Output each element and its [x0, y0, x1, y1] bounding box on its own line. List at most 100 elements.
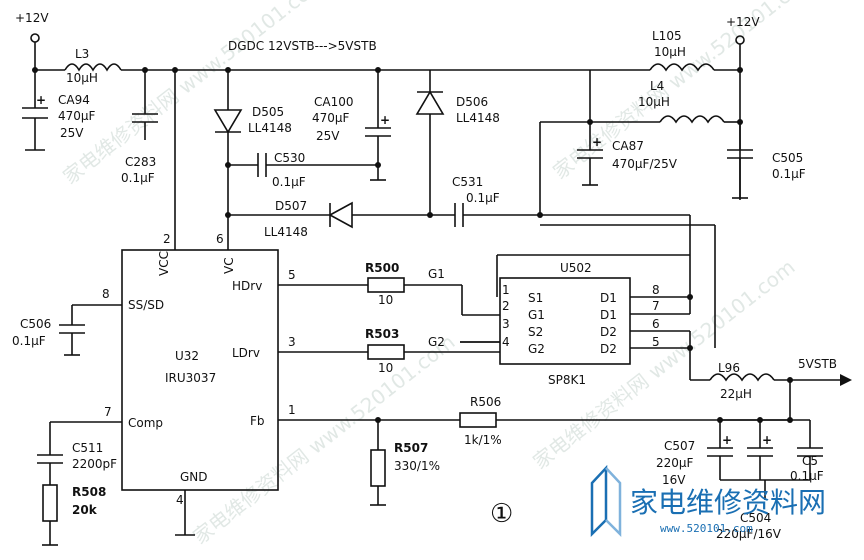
svg-text:L96: L96 [718, 361, 740, 375]
svg-text:LL4148: LL4148 [456, 111, 500, 125]
svg-text:1: 1 [288, 403, 296, 417]
svg-text:D2: D2 [600, 342, 617, 356]
capacitor-c283: C283 0.1μF [121, 70, 158, 185]
svg-text:470μF/25V: 470μF/25V [612, 157, 678, 171]
svg-text:7: 7 [104, 405, 112, 419]
resistor-r503: R503 10 G2 [365, 327, 500, 375]
capacitor-c505: C505 0.1μF [727, 122, 806, 199]
site-logo: 家电维修资料网 www.520101.com [590, 464, 826, 538]
svg-text:C531: C531 [452, 175, 483, 189]
svg-text:Fb: Fb [250, 414, 265, 428]
capacitor-c506: C506 0.1μF [12, 305, 85, 356]
inductor-l3: L3 10μH [64, 47, 122, 85]
figure-number: ① [490, 499, 513, 529]
svg-text:D1: D1 [600, 308, 617, 322]
resistor-r507: R507 330/1% [370, 420, 440, 506]
ic-u502-part: SP8K1 [548, 373, 586, 387]
svg-text:0.1μF: 0.1μF [772, 167, 806, 181]
svg-text:220μF: 220μF [656, 456, 694, 470]
svg-text:2: 2 [163, 232, 171, 246]
svg-text:D507: D507 [275, 199, 307, 213]
inductor-l4: L4 10μH [590, 79, 740, 124]
svg-text:3: 3 [288, 335, 296, 349]
ic-u32: 2 6 VCC VC 8 SS/SD 5 HDrv 3 LDrv 7 Comp … [50, 232, 460, 536]
svg-text:R503: R503 [365, 327, 399, 341]
svg-text:D2: D2 [600, 325, 617, 339]
logo-text: 家电维修资料网 [630, 486, 826, 519]
svg-text:10μH: 10μH [638, 95, 670, 109]
inductor-l96: L96 22μH 5VSTB [690, 357, 852, 401]
svg-text:Comp: Comp [128, 416, 163, 430]
input-rail-left: +12V [15, 11, 65, 73]
svg-text:C506: C506 [20, 317, 51, 331]
rail-label-in-right: +12V [726, 15, 760, 29]
svg-text:L4: L4 [650, 79, 664, 93]
net-label-g2: G2 [428, 335, 445, 349]
svg-text:10μH: 10μH [654, 45, 686, 59]
svg-text:VC: VC [222, 257, 236, 274]
diagram-title: DGDC 12VSTB--->5VSTB [228, 39, 377, 53]
svg-text:2200pF: 2200pF [72, 457, 117, 471]
svg-text:G1: G1 [528, 308, 545, 322]
svg-text:CA94: CA94 [58, 93, 90, 107]
capacitor-c5: C5 0.1μF [790, 420, 824, 483]
svg-text:7: 7 [652, 299, 660, 313]
svg-text:HDrv: HDrv [232, 279, 262, 293]
svg-text:C530: C530 [274, 151, 305, 165]
svg-text:R506: R506 [470, 395, 501, 409]
svg-text:LL4148: LL4148 [264, 225, 308, 239]
svg-text:2: 2 [502, 299, 510, 313]
capacitor-c530: C530 0.1μF [228, 151, 378, 189]
inductor-l105: L105 10μH [590, 29, 740, 72]
svg-text:20k: 20k [72, 503, 98, 517]
svg-text:+: + [36, 93, 46, 107]
svg-text:R507: R507 [394, 441, 428, 455]
ic-u502-ref: U502 [560, 261, 592, 275]
svg-text:D1: D1 [600, 291, 617, 305]
svg-text:25V: 25V [60, 126, 84, 140]
rail-label-out: 5VSTB [798, 357, 837, 371]
svg-text:L3: L3 [75, 47, 89, 61]
svg-text:6: 6 [216, 232, 224, 246]
svg-text:+: + [722, 433, 732, 447]
svg-text:25V: 25V [316, 129, 340, 143]
svg-text:22μH: 22μH [720, 387, 752, 401]
capacitor-c531: C531 0.1μF [452, 175, 690, 227]
svg-text:家电维修资料网 www.520101.com: 家电维修资料网 www.520101.com [188, 330, 459, 549]
svg-text:G2: G2 [528, 342, 545, 356]
svg-text:R508: R508 [72, 485, 106, 499]
capacitor-ca94: + CA94 470μF 25V [22, 70, 96, 151]
capacitor-c511: C511 2200pF [37, 422, 117, 485]
net-label-g1: G1 [428, 267, 445, 281]
svg-text:C5: C5 [802, 454, 818, 468]
svg-text:S2: S2 [528, 325, 543, 339]
diode-d506: D506 LL4148 [415, 70, 500, 215]
diode-d507: D507 LL4148 [228, 199, 455, 239]
capacitor-c507: + C507 220μF 16V [656, 420, 733, 487]
svg-text:+: + [762, 433, 772, 447]
logo-sub: www.520101.com [660, 522, 753, 535]
diode-d505: D505 LL4148 [213, 70, 292, 250]
svg-text:3: 3 [502, 317, 510, 331]
svg-text:6: 6 [652, 317, 660, 331]
svg-text:+: + [380, 113, 390, 127]
svg-text:330/1%: 330/1% [394, 459, 440, 473]
svg-text:D506: D506 [456, 95, 488, 109]
svg-text:0.1μF: 0.1μF [790, 469, 824, 483]
svg-text:CA87: CA87 [612, 139, 644, 153]
svg-text:8: 8 [652, 283, 660, 297]
svg-text:0.1μF: 0.1μF [12, 334, 46, 348]
svg-text:5: 5 [652, 335, 660, 349]
svg-text:10: 10 [378, 293, 393, 307]
svg-text:D505: D505 [252, 105, 284, 119]
svg-text:S1: S1 [528, 291, 543, 305]
svg-text:L105: L105 [652, 29, 682, 43]
svg-text:C511: C511 [72, 441, 103, 455]
svg-text:CA100: CA100 [314, 95, 354, 109]
svg-text:GND: GND [180, 470, 208, 484]
svg-text:VCC: VCC [157, 251, 171, 276]
svg-text:470μF: 470μF [312, 111, 350, 125]
svg-text:1k/1%: 1k/1% [464, 433, 502, 447]
svg-text:8: 8 [102, 287, 110, 301]
